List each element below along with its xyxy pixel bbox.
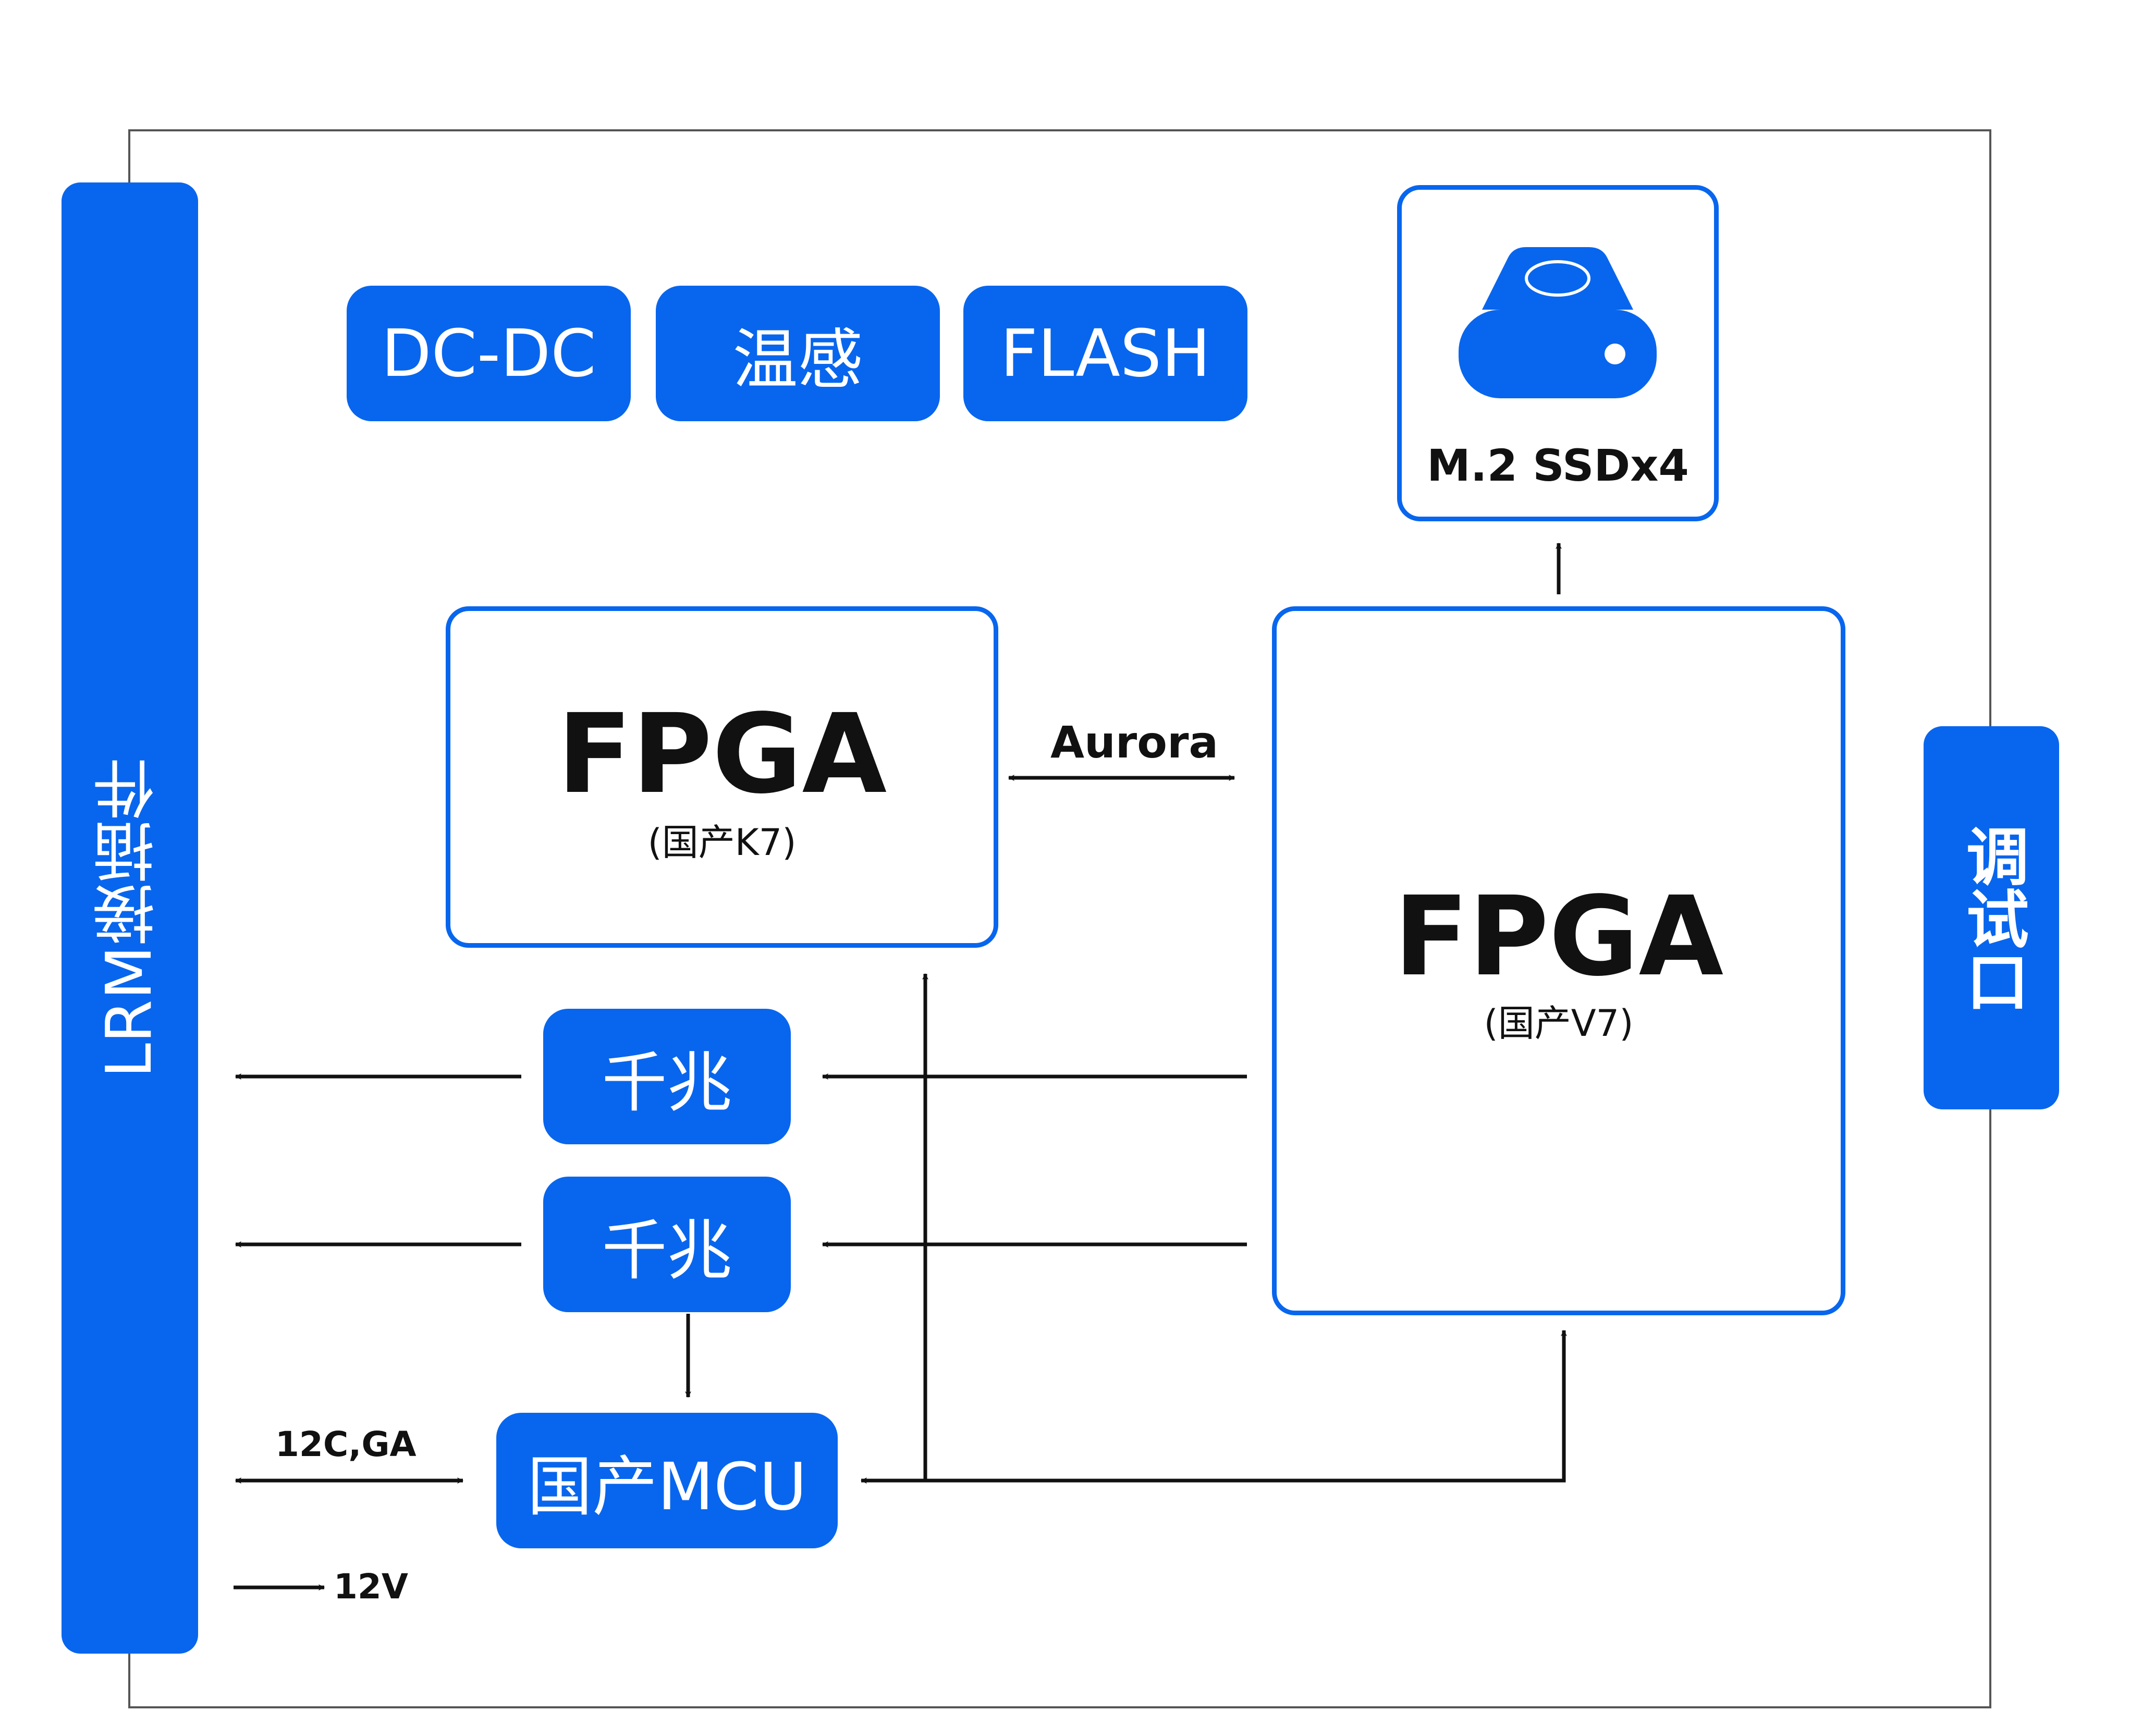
flash-label: FLASH bbox=[1000, 315, 1211, 392]
temperature-sensor-block: 温感 bbox=[656, 286, 940, 421]
fpga-v7-title: FPGA bbox=[1393, 873, 1724, 1000]
fpga-v7-block: FPGA (国产V7) bbox=[1272, 606, 1845, 1315]
aurora-label: Aurora bbox=[1050, 717, 1219, 768]
fpga-v7-subtitle: (国产V7) bbox=[1484, 1002, 1634, 1045]
gigabit-ethernet-1: 千兆 bbox=[543, 1009, 791, 1144]
dc-dc-label: DC-DC bbox=[381, 315, 596, 392]
ssd-block: M.2 SSDx4 bbox=[1397, 185, 1719, 521]
mcu-label: 国产MCU bbox=[527, 1449, 807, 1525]
fpga-k7-title: FPGA bbox=[557, 690, 887, 818]
mcu-block: 国产MCU bbox=[496, 1413, 838, 1548]
temperature-sensor-label: 温感 bbox=[732, 322, 863, 398]
lrm-connector: LRM接插件 bbox=[62, 182, 198, 1654]
gigabit-ethernet-2: 千兆 bbox=[543, 1177, 791, 1312]
ssd-label: M.2 SSDx4 bbox=[1427, 440, 1689, 491]
fpga-k7-block: FPGA (国产K7) bbox=[446, 606, 998, 948]
debug-port: 调试口 bbox=[1924, 726, 2059, 1109]
gigabit-1-label: 千兆 bbox=[602, 1045, 732, 1121]
i2c-ga-label: 12C,GA bbox=[275, 1424, 417, 1464]
hard-drive-icon bbox=[1459, 247, 1657, 398]
debug-port-label: 调试口 bbox=[1955, 824, 2028, 1012]
fpga-k7-subtitle: (国产K7) bbox=[647, 821, 797, 864]
flash-block: FLASH bbox=[963, 286, 1247, 421]
lrm-connector-label: LRM接插件 bbox=[93, 758, 166, 1078]
gigabit-2-label: 千兆 bbox=[602, 1213, 732, 1289]
arrow-mcu-to-v7 bbox=[925, 1330, 1567, 1483]
power-12v-label: 12V bbox=[334, 1567, 408, 1607]
dc-dc-block: DC-DC bbox=[347, 286, 631, 421]
